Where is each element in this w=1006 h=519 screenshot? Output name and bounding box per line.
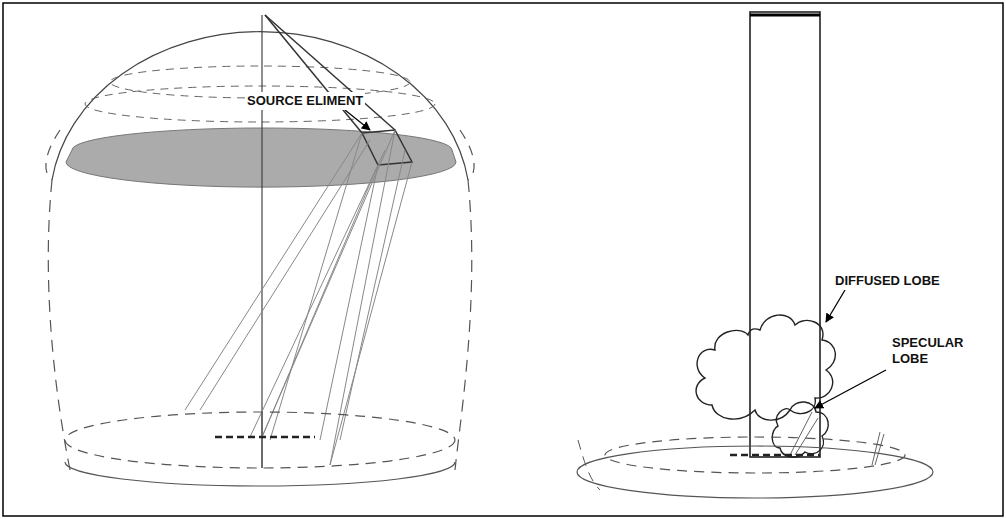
ground-plane	[577, 437, 933, 498]
column	[750, 12, 820, 457]
diffused-lobe	[696, 315, 835, 420]
dome-edge	[578, 440, 600, 490]
specular-lobe	[772, 402, 828, 457]
latitude-lines	[85, 66, 435, 122]
leader-line	[815, 370, 886, 408]
part-label: SOURCE ELIMENT	[245, 92, 365, 110]
leader-line	[345, 110, 370, 130]
zenith-axis	[261, 15, 262, 468]
reflected-rays	[790, 412, 884, 465]
part-label: SPECULAR LOBE	[890, 334, 974, 367]
leader-line	[826, 290, 845, 322]
ground-plane	[65, 412, 455, 486]
sky-dome	[46, 32, 474, 470]
part-label: DIFFUSED LOBE	[833, 272, 942, 290]
receiver-surface	[730, 454, 820, 457]
receiver-surface	[215, 436, 315, 439]
frame	[3, 3, 1003, 516]
source-band	[66, 128, 456, 187]
column-top	[750, 14, 820, 17]
rays	[185, 130, 412, 465]
